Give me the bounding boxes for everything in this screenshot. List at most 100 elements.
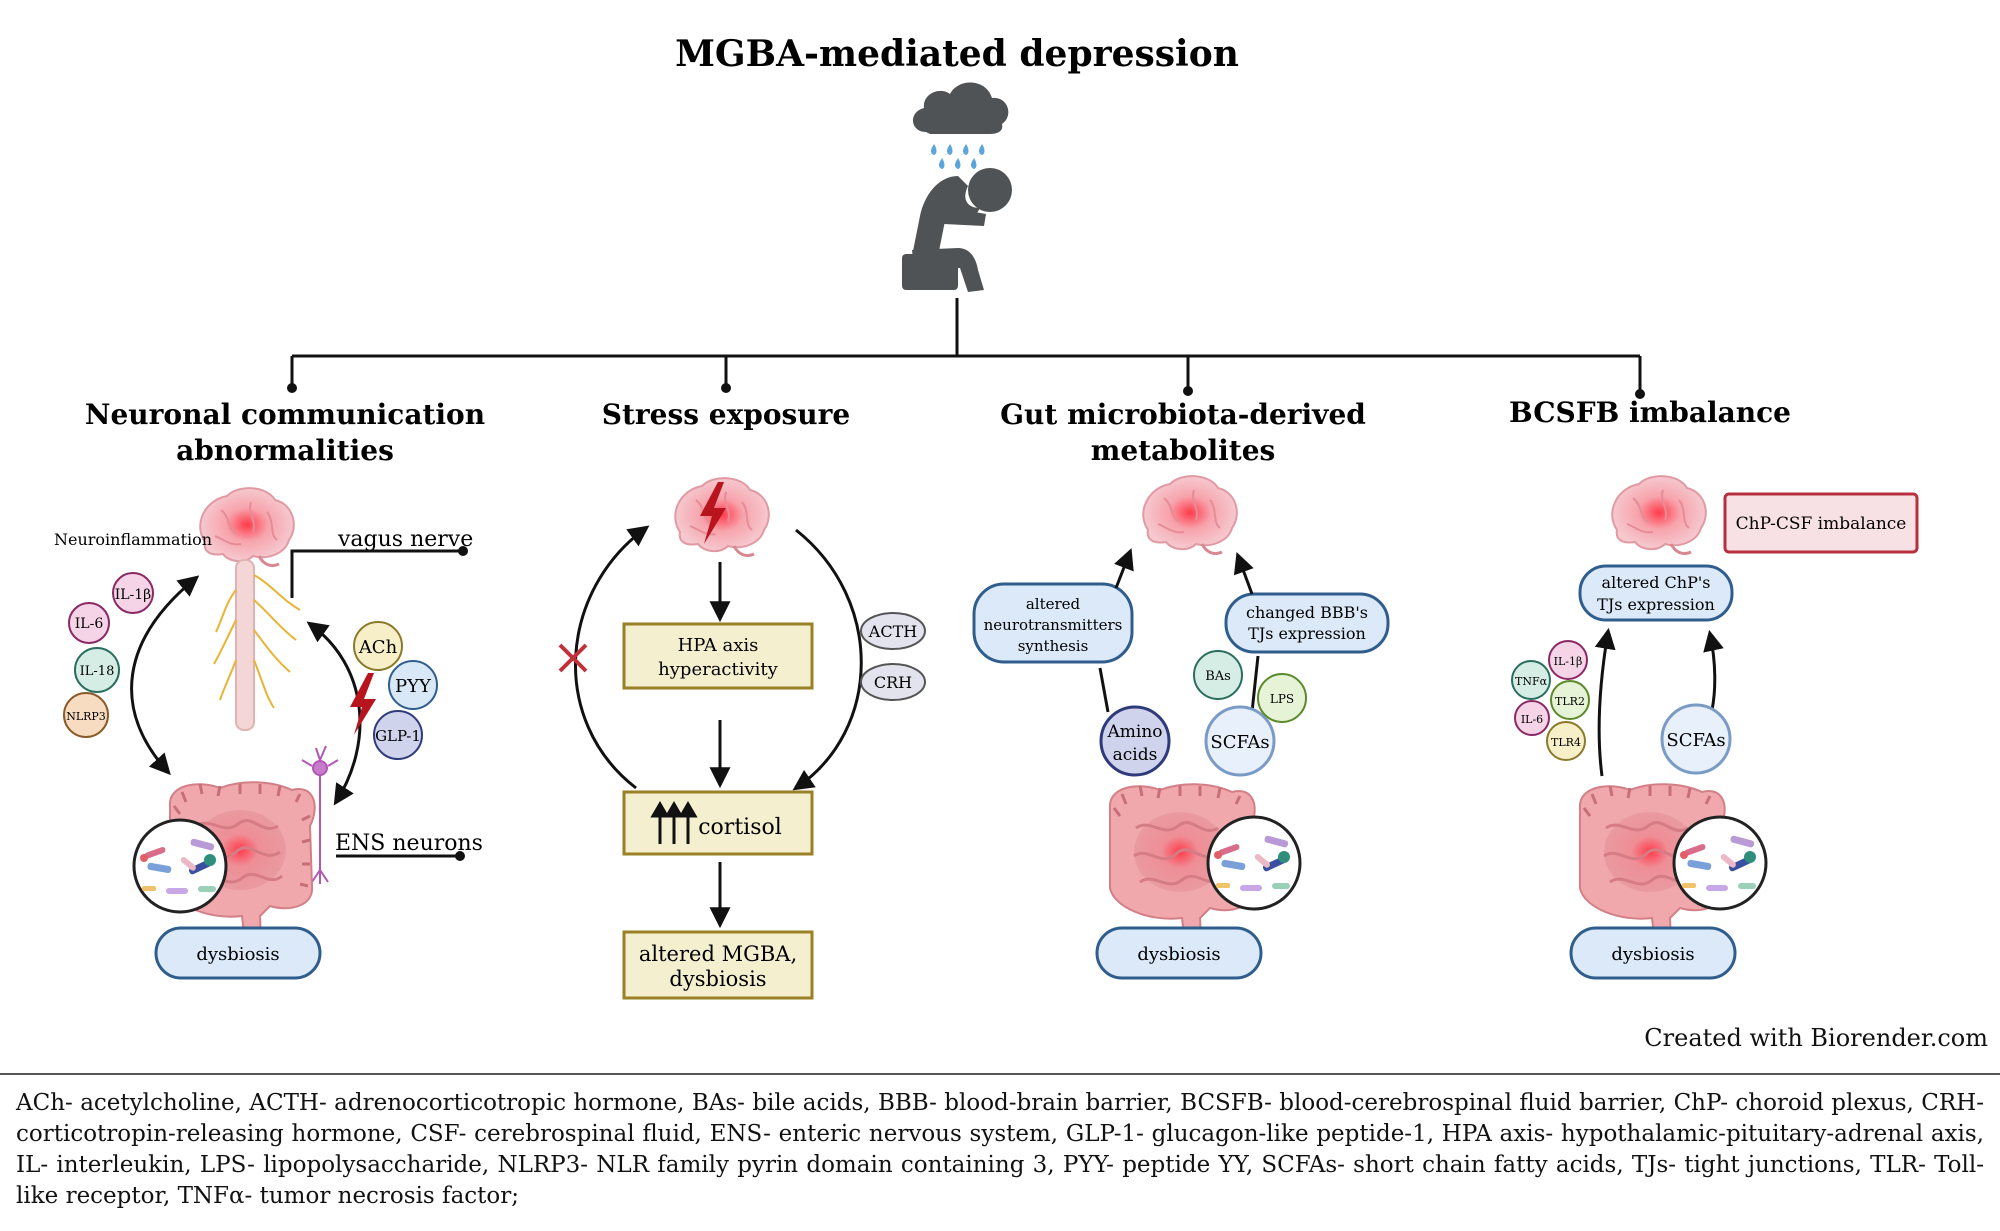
spinal-cord-icon: [213, 559, 301, 731]
svg-text:IL-6: IL-6: [75, 616, 104, 632]
svg-text:IL-18: IL-18: [80, 664, 115, 679]
svg-text:ChP-CSF imbalance: ChP-CSF imbalance: [1736, 514, 1907, 534]
cytokine-il1b: IL-1β: [112, 572, 154, 614]
scfas-bubble: SCFAs: [1660, 703, 1732, 775]
hormone-pyy: PYY: [388, 660, 438, 710]
vagus-nerve-label: vagus nerve: [337, 527, 473, 552]
svg-text:changed BBB's: changed BBB's: [1246, 603, 1368, 622]
svg-text:hyperactivity: hyperactivity: [658, 659, 779, 680]
svg-text:TJs expression: TJs expression: [1597, 595, 1715, 614]
svg-text:cortisol: cortisol: [698, 815, 782, 840]
svg-text:LPS: LPS: [1270, 692, 1294, 706]
svg-text:altered MGBA,: altered MGBA,: [639, 942, 797, 966]
svg-text:altered ChP's: altered ChP's: [1602, 573, 1711, 592]
svg-text:TJs expression: TJs expression: [1248, 624, 1366, 643]
microbiota-icon: [1672, 815, 1768, 911]
svg-text:altered: altered: [1026, 595, 1081, 613]
svg-text:HPA axis: HPA axis: [678, 635, 759, 656]
svg-text:GLP-1: GLP-1: [375, 727, 421, 745]
brain-icon: [198, 486, 296, 568]
marker-tlr4: TLR4: [1546, 721, 1586, 761]
heading-bcsfb: BCSFB imbalance: [1509, 396, 1791, 429]
brain-icon: [673, 476, 771, 558]
svg-text:synthesis: synthesis: [1018, 637, 1089, 655]
marker-il6: IL-6: [1514, 700, 1550, 736]
neuroinflammation-label: Neuroinflammation: [54, 530, 212, 549]
abbreviations-legend: ACh- acetylcholine, ACTH- adrenocorticot…: [16, 1090, 1984, 1209]
branch-metabolites: Gut microbiota-derived metabolites alter…: [972, 398, 1390, 980]
credit-text: Created with Biorender.com: [1644, 1024, 1988, 1052]
blocked-icon: [558, 643, 588, 673]
svg-text:IL-1β: IL-1β: [1554, 655, 1583, 668]
svg-text:TLR2: TLR2: [1555, 695, 1585, 708]
branch-connector: [290, 298, 1642, 392]
marker-tlr2: TLR2: [1550, 680, 1590, 720]
chp-csf-box: ChP-CSF imbalance: [1723, 492, 1919, 554]
svg-text:NLRP3: NLRP3: [66, 710, 106, 723]
bbb-pill: changed BBB's TJs expression: [1224, 592, 1390, 654]
mgba-diagram: MGBA-mediated depression Neuronal commun…: [54, 33, 1919, 1000]
microbiota-icon: [132, 818, 228, 914]
svg-text:dysbiosis: dysbiosis: [196, 944, 279, 965]
svg-text:dysbiosis: dysbiosis: [1611, 944, 1694, 965]
microbiota-icon: [1206, 815, 1302, 911]
bas-bubble: BAs: [1193, 650, 1243, 700]
cytokine-il6: IL-6: [68, 602, 110, 644]
hpa-box: HPA axis hyperactivity: [622, 622, 814, 690]
svg-text:BAs: BAs: [1205, 669, 1231, 684]
cytokine-il18: IL-18: [74, 647, 120, 693]
svg-text:neurotransmitters: neurotransmitters: [984, 616, 1123, 634]
lps-bubble: LPS: [1257, 673, 1307, 723]
chp-tjs-pill: altered ChP's TJs expression: [1578, 564, 1734, 622]
svg-text:IL-6: IL-6: [1521, 713, 1543, 726]
result-box: altered MGBA, dysbiosis: [622, 930, 814, 1000]
branch-bcsfb: BCSFB imbalance ChP-CSF imbalance altere…: [1509, 396, 1919, 980]
svg-text:ACh: ACh: [358, 637, 398, 658]
diagram-title: MGBA-mediated depression: [675, 33, 1239, 75]
svg-text:PYY: PYY: [395, 676, 432, 697]
svg-text:acids: acids: [1113, 745, 1158, 765]
neurotransmitters-pill: altered neurotransmitters synthesis: [972, 582, 1134, 664]
vagus-nerve-line: [290, 549, 463, 598]
svg-text:TLR4: TLR4: [1551, 736, 1581, 749]
dysbiosis-pill-2: dysbiosis: [1095, 926, 1263, 980]
hormone-crh: CRH: [860, 663, 926, 701]
hormone-acth: ACTH: [860, 612, 926, 650]
hormone-glp1: GLP-1: [373, 710, 423, 760]
hormone-ach: ACh: [353, 621, 403, 671]
neuroinflammation-arrow: [130, 575, 200, 776]
scfas-bubble: SCFAs: [1204, 705, 1276, 777]
svg-text:Amino: Amino: [1106, 722, 1162, 742]
svg-text:ACTH: ACTH: [868, 622, 917, 641]
svg-text:CRH: CRH: [874, 673, 912, 692]
svg-text:IL-1β: IL-1β: [115, 587, 152, 603]
svg-text:SCFAs: SCFAs: [1210, 732, 1269, 753]
cytokine-nlrp3: NLRP3: [63, 692, 109, 738]
cortisol-box: cortisol: [622, 790, 814, 856]
svg-text:dysbiosis: dysbiosis: [1137, 944, 1220, 965]
heading-neuronal-line1: Neuronal communication: [85, 398, 485, 431]
increase-arrows: [650, 801, 698, 844]
heading-metabolites-line1: Gut microbiota-derived: [1000, 398, 1366, 431]
svg-text:SCFAs: SCFAs: [1666, 730, 1725, 751]
branch-stress: Stress exposure HPA axis hyperactivity c…: [558, 398, 926, 1000]
sad-person-icon: [902, 168, 1012, 292]
heading-metabolites-line2: metabolites: [1091, 434, 1276, 467]
svg-text:TNFα: TNFα: [1515, 675, 1548, 688]
dysbiosis-pill-3: dysbiosis: [1569, 926, 1737, 980]
brain-icon: [1141, 474, 1239, 556]
dysbiosis-pill-1: dysbiosis: [154, 926, 322, 980]
connector-dots: [287, 383, 1645, 399]
divider: [0, 1073, 2000, 1075]
marker-tnfa: TNFα: [1511, 660, 1551, 700]
amino-acids-bubble: Amino acids: [1099, 705, 1171, 777]
heading-neuronal-line2: abnormalities: [176, 434, 394, 467]
branch-neuronal: Neuronal communication abnormalities Neu…: [54, 398, 485, 980]
brain-icon: [1610, 474, 1708, 556]
hpa-to-cortisol-arrow: [792, 528, 863, 791]
svg-text:dysbiosis: dysbiosis: [669, 967, 766, 991]
rain-cloud-icon: [912, 82, 1009, 170]
marker-il1b: IL-1β: [1548, 640, 1588, 680]
ens-neuron-icon: [301, 745, 339, 884]
heading-stress: Stress exposure: [602, 398, 850, 431]
